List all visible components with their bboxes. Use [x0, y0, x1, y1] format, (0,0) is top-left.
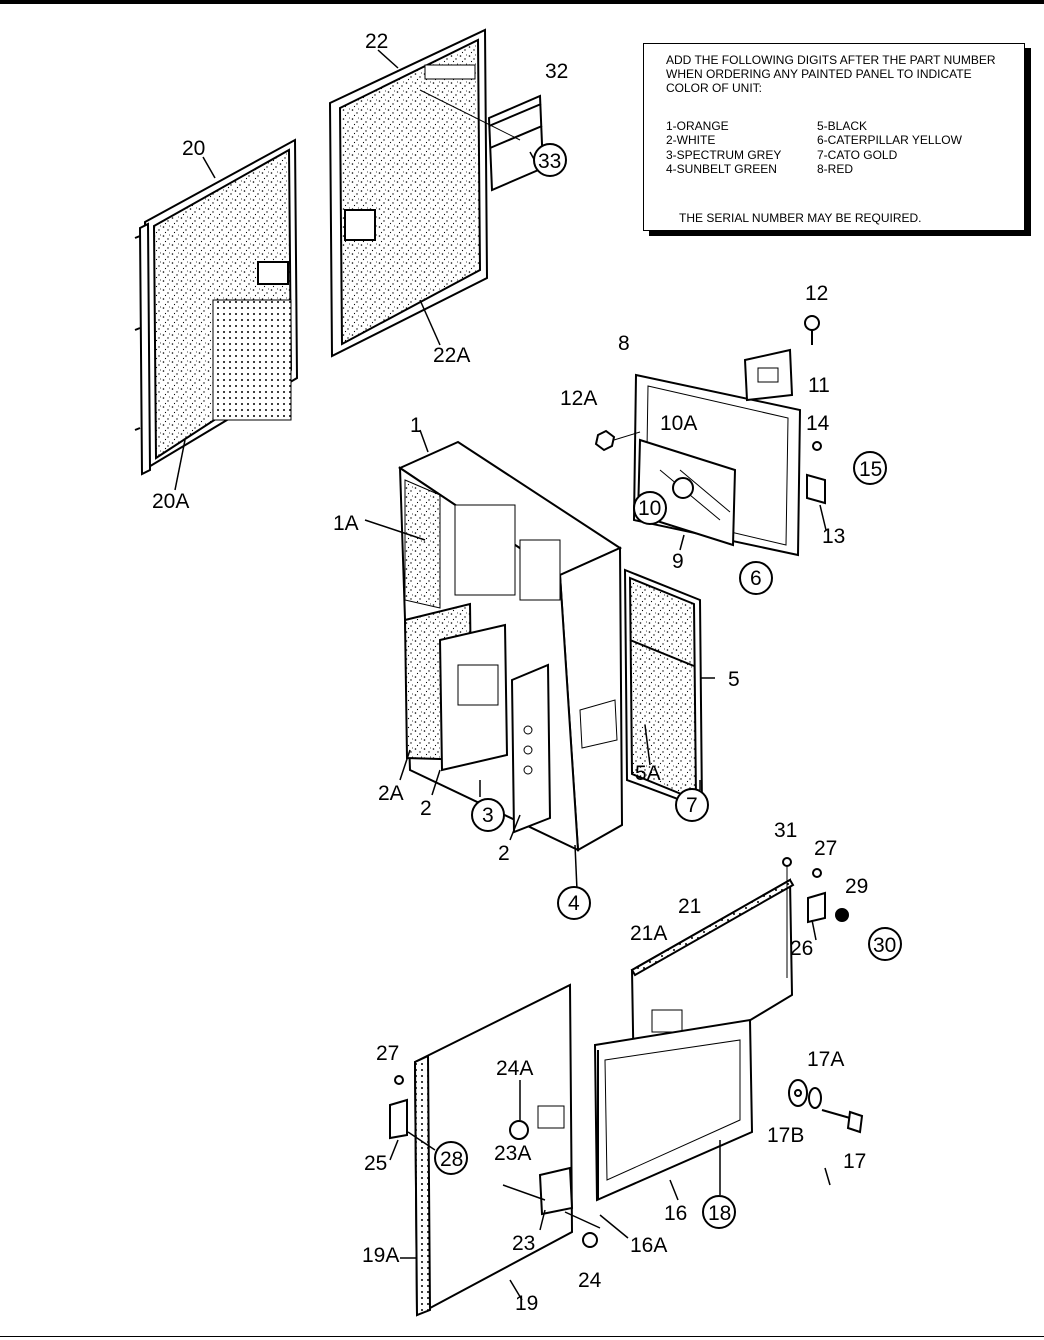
- legend-color-item: 3-SPECTRUM GREY: [666, 147, 782, 162]
- bottom-border-rule: [0, 1336, 1044, 1337]
- legend-color-item: 8-RED: [817, 161, 854, 176]
- callout-31: 31: [774, 819, 797, 842]
- callout-19: 19: [515, 1292, 538, 1315]
- callout-circles: [434, 143, 902, 1229]
- screw-12: [804, 315, 820, 345]
- callout-30: 30: [873, 934, 896, 957]
- callout-23A: 23A: [494, 1142, 531, 1165]
- callout-7: 7: [686, 794, 698, 817]
- callout-25: 25: [364, 1152, 387, 1175]
- callout-24A: 24A: [496, 1057, 533, 1080]
- legend-color-item: 7-CATO GOLD: [817, 147, 898, 162]
- legend-color-item: 6-CATERPILLAR YELLOW: [817, 133, 962, 148]
- hinge-25: [389, 1098, 408, 1140]
- rear-panel-22: [328, 28, 489, 358]
- nut-27-right: [812, 868, 822, 878]
- callout-21: 21: [678, 895, 701, 918]
- callout-10A: 10A: [660, 412, 697, 435]
- screw-24: [582, 1232, 598, 1248]
- callout-9: 9: [672, 550, 684, 573]
- inner-module-2-right: [510, 663, 552, 834]
- callout-22: 22: [365, 30, 388, 53]
- callout-2-right: 2: [498, 842, 510, 865]
- callout-22A: 22A: [433, 344, 470, 367]
- nut-27-left: [394, 1075, 404, 1085]
- legend-color-item: 1-ORANGE: [666, 119, 729, 133]
- callout-13: 13: [822, 525, 845, 548]
- callout-5: 5: [728, 668, 740, 691]
- callout-18: 18: [708, 1202, 731, 1225]
- callout-3: 3: [482, 804, 494, 827]
- callout-16: 16: [664, 1202, 687, 1225]
- pin-31: [782, 857, 792, 978]
- callout-27-right: 27: [814, 837, 837, 860]
- cover-plate-32: [419, 89, 545, 192]
- washer-17A: [808, 1087, 822, 1109]
- callout-8: 8: [618, 332, 630, 355]
- callout-20: 20: [182, 137, 205, 160]
- callout-20A: 20A: [152, 490, 189, 513]
- callout-10: 10: [638, 497, 661, 520]
- latch-11: [743, 348, 794, 402]
- callout-2-left: 2: [420, 797, 432, 820]
- nut-24A: [509, 1120, 529, 1140]
- callout-17A: 17A: [807, 1048, 844, 1071]
- callout-32: 32: [545, 60, 568, 83]
- legend-color-item: 4-SUNBELT GREEN: [666, 161, 777, 176]
- callout-29: 29: [845, 875, 868, 898]
- callout-27-left: 27: [376, 1042, 399, 1065]
- washer-17B: [788, 1079, 808, 1107]
- callout-16A: 16A: [630, 1234, 667, 1257]
- callout-28: 28: [440, 1148, 463, 1171]
- callout-1: 1: [410, 414, 422, 437]
- callout-17: 17: [843, 1150, 866, 1173]
- callout-12A: 12A: [560, 387, 597, 410]
- legend-colors-right: 5-BLACK 6-CATERPILLAR YELLOW 7-CATO GOLD…: [817, 119, 962, 176]
- hinge-13: [806, 473, 826, 505]
- callout-24: 24: [578, 1269, 602, 1292]
- bottom-frame-16: [593, 1018, 754, 1202]
- side-panel-20: [134, 138, 299, 476]
- top-border-rule: [0, 0, 1044, 4]
- nut-14: [812, 441, 822, 451]
- side-door-5: [623, 568, 704, 810]
- screw-29: [835, 908, 849, 922]
- hinge-26: [807, 891, 826, 924]
- legend-serial-note: THE SERIAL NUMBER MAY BE REQUIRED.: [679, 211, 922, 225]
- callout-33: 33: [538, 150, 561, 173]
- callout-26: 26: [790, 937, 813, 960]
- callout-2A: 2A: [378, 782, 404, 805]
- callout-15: 15: [859, 458, 882, 481]
- legend-box: ADD THE FOLLOWING DIGITS AFTER THE PART …: [643, 43, 1025, 231]
- callout-5A: 5A: [635, 762, 661, 785]
- callout-14: 14: [806, 412, 830, 435]
- bolt-17: [821, 1109, 864, 1134]
- callout-11: 11: [808, 374, 830, 397]
- inner-module-2-left: [438, 623, 509, 772]
- legend-colors-left: 1-ORANGE 2-WHITE 3-SPECTRUM GREY 4-SUNBE…: [666, 119, 781, 176]
- callout-17B: 17B: [767, 1124, 804, 1147]
- callout-labels: 20 20A 22 22A 32 33 1 1A 2A 2 2 3 4 5 5A…: [152, 30, 896, 1315]
- legend-color-item: 2-WHITE: [666, 133, 716, 148]
- callout-6: 6: [750, 567, 762, 590]
- legend-color-item: 5-BLACK: [817, 119, 868, 133]
- callout-21A: 21A: [630, 922, 667, 945]
- nut-12A: [594, 429, 641, 452]
- callout-19A: 19A: [362, 1244, 399, 1267]
- callout-12: 12: [805, 282, 828, 305]
- paint-color-legend: ADD THE FOLLOWING DIGITS AFTER THE PART …: [643, 43, 1031, 236]
- callout-23: 23: [512, 1232, 535, 1255]
- callout-4: 4: [568, 892, 580, 915]
- legend-note: ADD THE FOLLOWING DIGITS AFTER THE PART …: [666, 53, 996, 95]
- front-door-19: [413, 983, 574, 1317]
- callout-1A: 1A: [333, 512, 359, 535]
